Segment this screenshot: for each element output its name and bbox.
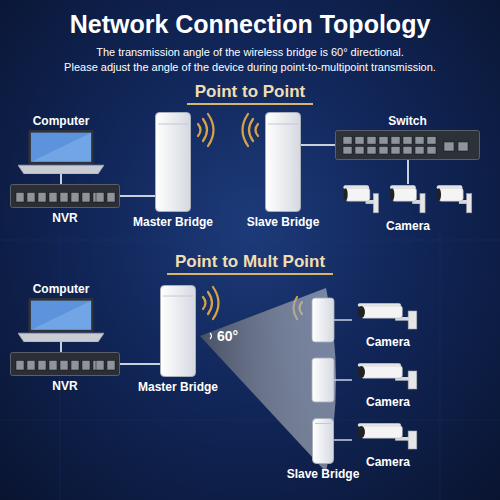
nvr-device: NVR (10, 352, 120, 376)
section-heading-row: Point to Mult Point (0, 252, 500, 275)
angle-label: 60° (217, 328, 238, 344)
device-label: Camera (386, 219, 430, 233)
device-label: NVR (52, 211, 77, 225)
device-label: Computer (33, 282, 90, 296)
signal-cone (200, 288, 336, 472)
device-label: Switch (388, 114, 427, 128)
device-label: Camera (366, 335, 410, 349)
device-label: Master Bridge (133, 215, 213, 229)
nvr-device (10, 184, 120, 208)
cctv-camera (352, 422, 424, 452)
laptop-icon: Computer (18, 298, 104, 342)
wireless-bridge: Master Bridge (155, 112, 191, 212)
device-label: NVR (52, 379, 77, 393)
network-switch (335, 130, 480, 160)
device-label: Camera (366, 395, 410, 409)
device-label: Slave Bridge (287, 467, 360, 481)
cctv-camera (352, 302, 424, 332)
network-cable (60, 342, 62, 352)
nvr-device (10, 352, 120, 376)
nvr-device: NVR (10, 184, 120, 208)
wireless-bridge (312, 418, 334, 464)
device-label: Slave Bridge (247, 215, 320, 229)
diagram-title: Network Connection Topology (0, 10, 500, 39)
laptop-icon (18, 298, 104, 342)
laptop-icon: Computer (18, 130, 104, 174)
network-switch: Switch (335, 130, 480, 160)
cctv-camera: Camera (352, 362, 424, 392)
slave-bridge-symbol (312, 298, 334, 402)
wireless-bridge (265, 112, 301, 212)
wireless-bridge (160, 285, 196, 377)
wireless-bridge: Master Bridge (160, 285, 196, 377)
device-label: Computer (33, 114, 90, 128)
wireless-bridge (155, 112, 191, 212)
section-heading: Point to Point (187, 82, 313, 105)
section-heading: Point to Mult Point (167, 252, 333, 275)
subtitle-note: The transmission angle of the wireless b… (10, 46, 490, 58)
laptop-icon (18, 130, 104, 174)
cctv-camera: Camera (352, 302, 424, 332)
section-heading-row: Point to Point (0, 82, 500, 105)
network-cable (120, 195, 155, 197)
network-cable (301, 144, 335, 146)
subtitle-note: Please adjust the angle of the device du… (10, 61, 490, 73)
camera-group: Camera (338, 184, 478, 216)
wireless-bridge: Slave Bridge (312, 418, 334, 464)
device-label: Camera (366, 455, 410, 469)
cctv-camera (352, 362, 424, 392)
camera-group (338, 184, 478, 216)
network-cable (407, 160, 409, 184)
network-cable (60, 174, 62, 184)
network-cable (120, 363, 160, 365)
cctv-camera: Camera (352, 422, 424, 452)
device-label: Master Bridge (138, 380, 218, 394)
wireless-bridge: Slave Bridge (265, 112, 301, 212)
